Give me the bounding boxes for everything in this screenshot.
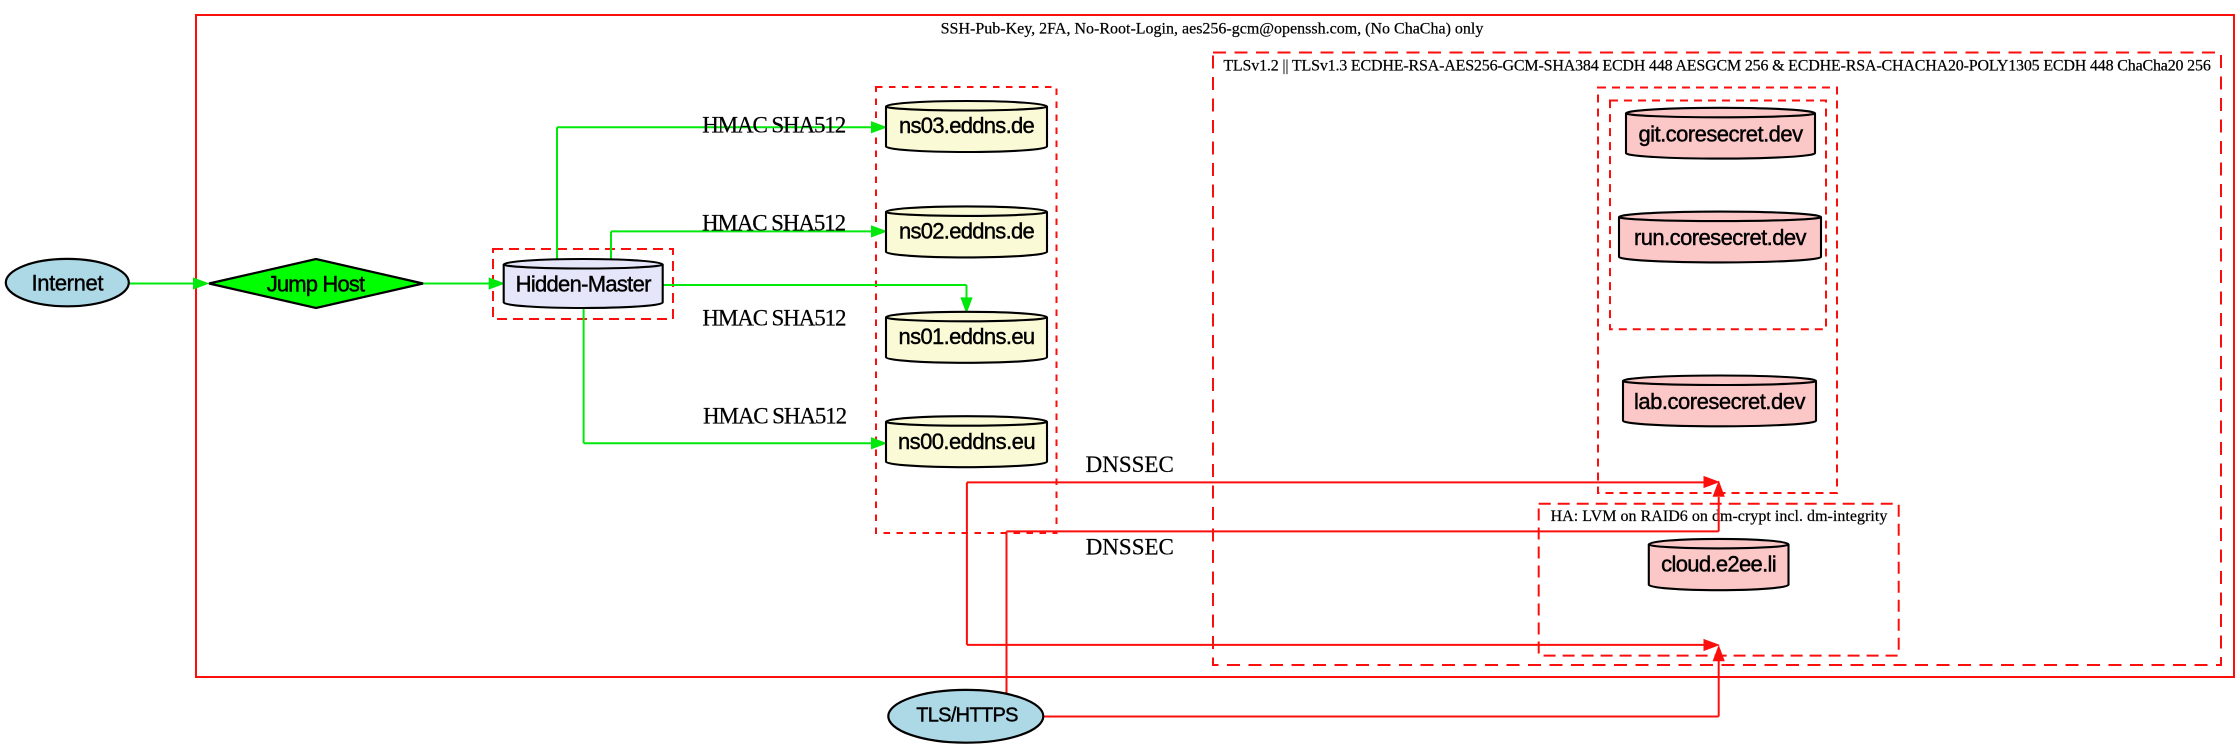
svg-text:DNSSEC: DNSSEC xyxy=(1086,452,1174,477)
svg-text:TLS/HTTPS: TLS/HTTPS xyxy=(916,705,1018,727)
svg-text:run.coresecret.dev: run.coresecret.dev xyxy=(1634,225,1807,250)
svg-text:Internet: Internet xyxy=(32,270,104,295)
svg-text:Jump Host: Jump Host xyxy=(267,271,365,296)
svg-text:ns03.eddns.de: ns03.eddns.de xyxy=(899,113,1035,138)
svg-text:SSH-Pub-Key, 2FA, No-Root-Logi: SSH-Pub-Key, 2FA, No-Root-Login, aes256-… xyxy=(941,21,1484,38)
svg-text:ns02.eddns.de: ns02.eddns.de xyxy=(899,218,1035,243)
svg-text:ns00.eddns.eu: ns00.eddns.eu xyxy=(898,429,1035,454)
svg-text:ns01.eddns.eu: ns01.eddns.eu xyxy=(898,324,1034,349)
svg-text:TLSv1.2 || TLSv1.3 ECDHE-RSA-A: TLSv1.2 || TLSv1.3 ECDHE-RSA-AES256-GCM-… xyxy=(1223,57,2210,74)
svg-text:HMAC SHA512: HMAC SHA512 xyxy=(702,113,846,138)
svg-text:HMAC SHA512: HMAC SHA512 xyxy=(703,403,847,428)
svg-text:lab.coresecret.dev: lab.coresecret.dev xyxy=(1634,389,1805,414)
svg-text:Hidden-Master: Hidden-Master xyxy=(516,271,651,296)
svg-text:HMAC SHA512: HMAC SHA512 xyxy=(702,210,846,235)
svg-text:DNSSEC: DNSSEC xyxy=(1086,535,1174,560)
svg-text:HMAC SHA512: HMAC SHA512 xyxy=(702,305,846,330)
svg-text:cloud.e2ee.li: cloud.e2ee.li xyxy=(1661,551,1776,576)
svg-text:git.coresecret.dev: git.coresecret.dev xyxy=(1638,121,1803,146)
